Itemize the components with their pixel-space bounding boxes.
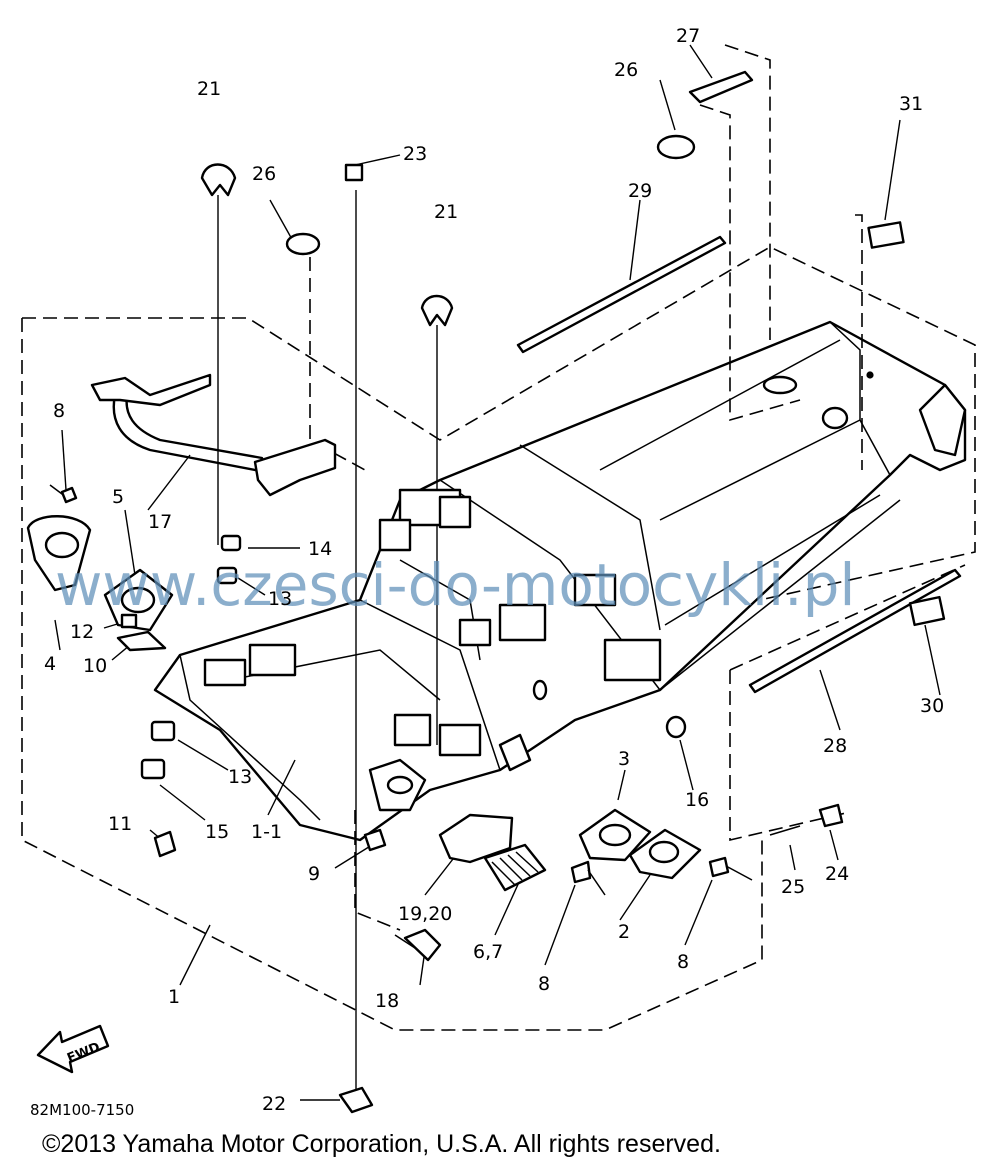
part-label-14: 14 xyxy=(308,538,332,560)
part-label-19-20: 19,20 xyxy=(398,903,452,925)
part-label-28: 28 xyxy=(823,735,847,757)
part-label-12: 12 xyxy=(70,621,94,643)
part-label-26: 26 xyxy=(252,163,276,185)
part-label-21: 21 xyxy=(434,201,458,223)
small-parts xyxy=(26,70,874,1114)
part-label-21: 21 xyxy=(197,78,221,100)
part-label-16: 16 xyxy=(685,789,709,811)
part-label-15: 15 xyxy=(205,821,229,843)
part-label-2: 2 xyxy=(618,921,630,943)
part-label-17: 17 xyxy=(148,511,172,533)
part-label-18: 18 xyxy=(375,990,399,1012)
part-label-1: 1 xyxy=(168,986,180,1008)
part-label-31: 31 xyxy=(899,93,923,115)
part-labels: 21 21 23 26 26 27 29 31 8 5 17 14 13 12 … xyxy=(44,25,944,1115)
main-frame xyxy=(153,320,967,842)
part-label-26: 26 xyxy=(614,59,638,81)
part-label-1-1: 1-1 xyxy=(251,821,282,843)
part-label-13: 13 xyxy=(228,766,252,788)
part-label-29: 29 xyxy=(628,180,652,202)
part-label-5: 5 xyxy=(112,486,124,508)
part-label-24: 24 xyxy=(825,863,849,885)
part-label-8: 8 xyxy=(677,951,689,973)
diagram-code: 82M100-7150 xyxy=(30,1101,134,1119)
part-label-27: 27 xyxy=(676,25,700,47)
part-label-8: 8 xyxy=(538,973,550,995)
part-label-25: 25 xyxy=(781,876,805,898)
assembly-boundaries xyxy=(21,44,976,1031)
part-label-11: 11 xyxy=(108,813,132,835)
copyright-notice: ©2013 Yamaha Motor Corporation, U.S.A. A… xyxy=(42,1130,721,1158)
part-label-30: 30 xyxy=(920,695,944,717)
rails xyxy=(516,221,962,694)
watermark: www.czesci-do-motocykli.pl xyxy=(55,551,856,619)
part-label-10: 10 xyxy=(83,655,107,677)
part-label-8: 8 xyxy=(53,400,65,422)
fwd-arrow: FWD xyxy=(36,1024,110,1074)
part-label-4: 4 xyxy=(44,653,56,675)
front-bar-17 xyxy=(90,373,337,497)
part-label-3: 3 xyxy=(618,748,630,770)
part-label-13: 13 xyxy=(268,588,292,610)
part-label-22: 22 xyxy=(262,1093,286,1115)
part-label-23: 23 xyxy=(403,143,427,165)
part-label-6-7: 6,7 xyxy=(473,941,503,963)
part-label-9: 9 xyxy=(308,863,320,885)
